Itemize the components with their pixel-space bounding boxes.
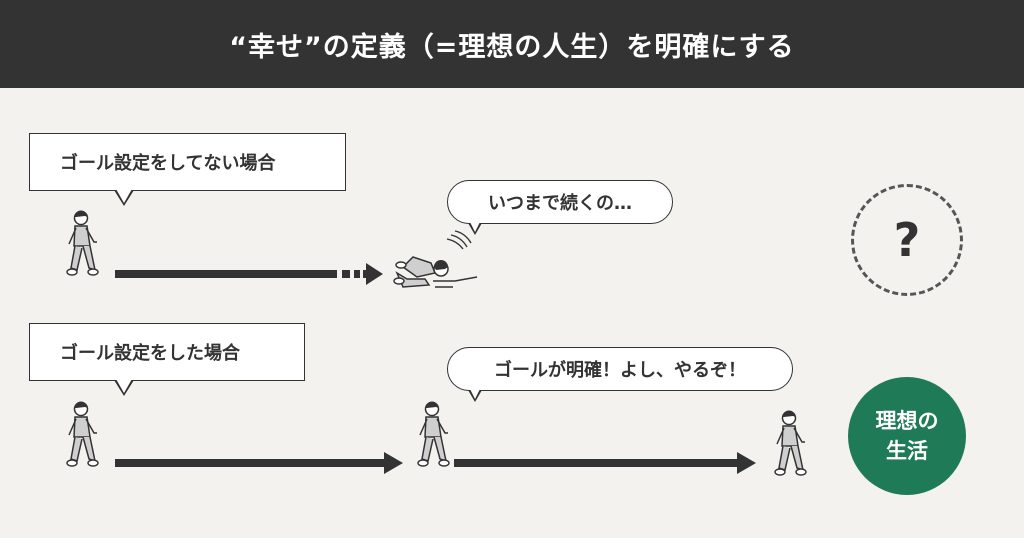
motivated-speech-bubble: ゴールが明確！よし、やるぞ！ <box>447 347 793 402</box>
progress-arrow-1 <box>115 452 403 474</box>
walking-person-icon <box>774 409 807 476</box>
no-goal-label: ゴール設定をしてない場合 <box>60 153 276 174</box>
bubble-tail <box>468 389 482 402</box>
box-tail <box>114 379 134 396</box>
struggle-arrow <box>115 263 383 285</box>
goal-label: ゴール設定をした場合 <box>60 343 240 364</box>
motivated-speech-text: ゴールが明確！よし、やるぞ！ <box>494 360 746 381</box>
bubble-tail <box>468 222 482 235</box>
page-title: “幸せ”の定義（=理想の人生）を明確にする <box>0 0 1024 88</box>
question-mark: ? <box>893 213 921 267</box>
goal-line-2: 生活 <box>886 439 928 463</box>
tired-speech-bubble: いつまで続くの… <box>447 180 673 235</box>
ideal-life-goal-circle: 理想の 生活 <box>848 377 966 495</box>
exhausted-person-icon <box>393 230 478 288</box>
goal-line-1: 理想の <box>875 409 939 433</box>
box-tail <box>114 189 134 206</box>
tired-speech-text: いつまで続くの… <box>488 193 632 214</box>
walking-person-icon <box>66 400 99 467</box>
no-goal-label-box: ゴール設定をしてない場合 <box>29 133 346 206</box>
walking-person-icon <box>417 400 450 467</box>
progress-arrow-2 <box>454 452 756 474</box>
goal-label-box: ゴール設定をした場合 <box>29 323 305 396</box>
unknown-outcome-circle: ? <box>851 184 963 296</box>
walking-person-icon <box>66 209 99 276</box>
